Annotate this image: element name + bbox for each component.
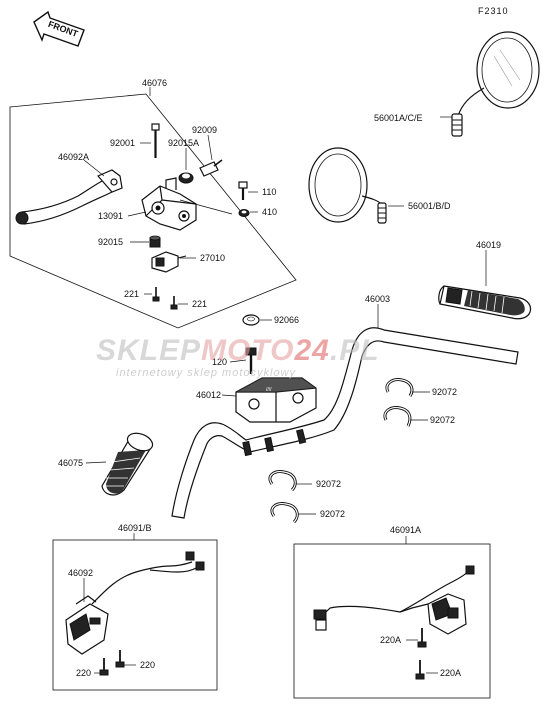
left-handlebar-switch-46092 <box>65 551 205 655</box>
label-46092: 46092 <box>68 568 93 578</box>
label-92015A: 92015A <box>168 138 199 148</box>
screw-220A-upper <box>417 628 427 648</box>
lever-group-outline <box>9 93 297 329</box>
screw-220A-lower <box>415 660 425 680</box>
label-220-left: 220 <box>76 668 91 678</box>
label-92072-lower-1: 92072 <box>316 479 341 489</box>
washer-92066 <box>242 314 260 326</box>
clutch-lever <box>15 169 123 225</box>
label-120: 120 <box>212 357 227 367</box>
label-220A-lower: 220A <box>440 668 461 678</box>
label-46019: 46019 <box>476 240 501 250</box>
label-92072-upper-1: 92072 <box>432 387 457 397</box>
grip-right-46019 <box>438 285 532 320</box>
washer-92015A <box>178 172 194 184</box>
label-92015: 92015 <box>98 237 123 247</box>
label-220A-upper: 220A <box>380 635 401 645</box>
label-92072-upper-2: 92072 <box>430 415 455 425</box>
label-46003: 46003 <box>365 294 390 304</box>
mirror-right-56001ACE <box>451 31 540 137</box>
label-56001ACE: 56001A/C/E <box>374 113 423 123</box>
label-46076: 46076 <box>142 78 167 88</box>
label-56001BD: 56001/B/D <box>408 201 451 211</box>
label-46091B: 46091/B <box>118 523 152 533</box>
label-92072-lower-2: 92072 <box>320 509 345 519</box>
svg-text:SKLEPMOTO24.PL: SKLEPMOTO24.PL <box>96 334 380 367</box>
handlebar-clamp-46012: //// <box>235 377 317 423</box>
label-220-right: 220 <box>140 660 155 670</box>
clamp-logo-mark: //// <box>266 387 272 393</box>
label-221-left: 221 <box>124 289 139 299</box>
grip-left-46075 <box>101 432 154 496</box>
front-arrow-badge: FRONT <box>33 10 85 47</box>
clip-92072-lower-2 <box>270 502 299 524</box>
label-410: 410 <box>262 207 277 217</box>
switch-27010 <box>151 251 187 273</box>
watermark-part3: 24 <box>293 334 329 367</box>
collar-92015 <box>149 235 161 248</box>
right-switch-group: 46091A 220A 220A <box>293 525 491 699</box>
diagram-ref-code: F2310 <box>478 6 509 16</box>
right-handlebar-switch <box>313 565 475 635</box>
label-92009: 92009 <box>192 125 217 135</box>
label-46012: 46012 <box>196 390 221 400</box>
left-switch-group-frame <box>52 539 218 691</box>
clip-92072-upper-1 <box>385 378 414 397</box>
bolt-92001 <box>151 123 160 158</box>
watermark-part4: .PL <box>330 334 380 367</box>
label-27010: 27010 <box>200 253 225 263</box>
mirror-left-56001BD <box>308 147 387 224</box>
label-92001: 92001 <box>110 138 135 148</box>
lever-assembly-group: 46076 46092A 92001 92015A 9200 <box>9 78 297 329</box>
handlebar-46003 <box>171 327 519 519</box>
right-switch-group-frame <box>293 543 491 699</box>
label-221-right: 221 <box>192 299 207 309</box>
label-46075: 46075 <box>58 458 83 468</box>
screw-220-right <box>115 650 125 668</box>
clip-92072-lower-1 <box>268 470 297 492</box>
label-46092A: 46092A <box>58 152 89 162</box>
watermark: SKLEPMOTO24.PL internetowy sklep motocyk… <box>96 334 380 379</box>
screw-221-left <box>152 287 160 302</box>
watermark-tagline: internetowy sklep motocyklowy <box>116 367 297 379</box>
label-13091: 13091 <box>98 211 123 221</box>
bolt-120 <box>245 347 257 374</box>
nut-410 <box>238 209 250 217</box>
screw-92009 <box>199 159 223 177</box>
label-110: 110 <box>262 187 276 197</box>
screw-221-right <box>170 296 178 310</box>
screw-220-left <box>99 658 109 676</box>
watermark-part2: MOTO <box>201 334 294 367</box>
watermark-part1: SKLEP <box>96 334 201 367</box>
left-switch-group: 46091/B 46092 220 220 <box>52 523 218 691</box>
clip-92072-upper-2 <box>383 406 412 427</box>
bolt-110 <box>238 181 248 200</box>
label-46091A: 46091A <box>390 525 421 535</box>
label-92066: 92066 <box>274 315 299 325</box>
lever-bracket-13091 <box>141 177 197 231</box>
